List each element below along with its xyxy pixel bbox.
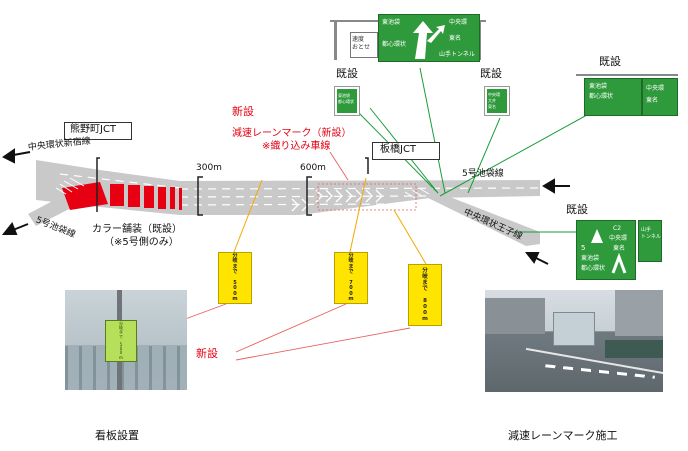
mid-green-sign-1-text: 東池袋 都心環状	[338, 93, 354, 104]
top-green-sign: 東池袋 都心環状 中央環 東名 山手トンネル	[378, 14, 480, 62]
direction-arrows	[1, 148, 570, 265]
top-green-c: 中央環	[449, 19, 468, 26]
right-bottom-arrows	[591, 229, 627, 274]
right-branch-road	[420, 190, 540, 246]
sign-700m: 分 岐 ま で 7 0 0 m	[334, 252, 368, 304]
photo-barrier	[605, 340, 663, 358]
right-top-c: 中央環	[646, 85, 665, 92]
right-top-sign-group: 東池袋 都心環状 中央環 東名	[572, 70, 682, 118]
sign-700m-text: 分 岐 ま で 7 0 0 m	[348, 253, 354, 303]
right-bot-d: 東名	[613, 245, 626, 252]
existing-label-2: 既設	[480, 67, 502, 80]
distance-brackets	[96, 157, 369, 216]
sign-500m: 分 岐 ま で 5 0 0 m	[218, 252, 252, 304]
top-green-arrow	[413, 21, 445, 59]
top-green-e: 山手トンネル	[439, 51, 475, 58]
existing-label-3: 既設	[599, 55, 621, 68]
caption-right: 減速レーンマーク施工	[508, 429, 618, 442]
hatch-mark-right	[404, 187, 430, 199]
mid-green-sign-1-panel	[337, 89, 357, 113]
top-gantry: 速度 おとせ 東池袋 都心環状 中央環 東名 山手トンネル	[330, 12, 486, 62]
new-label-bottom: 新設	[196, 347, 218, 360]
right-top-d: 東名	[646, 97, 659, 104]
photo-dashes	[545, 364, 655, 379]
mid-green-sign-2-text: 中央環 大井 東名	[488, 92, 500, 109]
lane-dashes	[59, 173, 541, 206]
mid-green-sign-1: 東池袋 都心環状	[334, 86, 360, 116]
photo-buildings	[485, 298, 545, 334]
caption-left: 看板設置	[95, 429, 139, 442]
mid-green-sign-2: 中央環 大井 東名	[484, 86, 510, 116]
right-top-green-sign: 東池袋 都心環状	[584, 78, 642, 116]
photo-sign-installation: 分 岐 ま で 5 0 0 m	[65, 290, 187, 390]
decel-range-box	[317, 183, 417, 211]
distance-600-label: 600m	[300, 163, 326, 173]
right-bot-b: 都心環状	[581, 265, 606, 272]
right-bottom-side-sign: 山手 トンネル	[638, 220, 662, 262]
mid-green-sign-2-panel	[487, 89, 507, 113]
decel-mark-label-2: ※織り込み車線	[262, 141, 331, 152]
photo-truck	[553, 312, 595, 346]
right-bot-a: 東池袋	[581, 255, 600, 262]
right-bot-side-text: 山手 トンネル	[641, 227, 661, 240]
kumano-jct-label	[64, 122, 132, 140]
photo-building-right	[615, 290, 663, 336]
top-white-sign-text: 速度 おとせ	[352, 36, 371, 51]
ikebukuro-right-label: 5号池袋線	[462, 169, 504, 179]
existing-label-1: 既設	[336, 67, 358, 80]
itabashi-jct-label	[372, 142, 440, 160]
right-top-beam	[576, 74, 678, 76]
photo-sign: 分 岐 ま で 5 0 0 m	[105, 320, 137, 362]
distance-300-label: 300m	[196, 163, 222, 173]
right-bot-c: 中央環	[609, 235, 628, 242]
top-green-b: 都心環状	[382, 41, 407, 48]
existing-label-4: 既設	[566, 203, 588, 216]
right-bot-num: 5	[581, 244, 586, 252]
photo-decel-construction	[485, 290, 663, 392]
right-top-b: 都心環状	[589, 93, 614, 100]
top-green-a: 東池袋	[382, 19, 401, 26]
new-label-top: 新設	[232, 105, 254, 118]
sign-500m-text: 分 岐 ま で 5 0 0 m	[232, 253, 238, 303]
itabashi-jct-text: 板橋JCT	[380, 144, 417, 155]
top-white-sign: 速度 おとせ	[350, 32, 378, 58]
hatch-mark	[55, 177, 85, 195]
sign-800m-text: 分 岐 ま で 8 0 0 m	[422, 268, 428, 322]
color-paving-label-1: カラー舗装（既設）	[92, 224, 182, 235]
leader-lines-orange	[233, 177, 427, 265]
right-bot-num2: C2	[613, 225, 622, 232]
gantry-post-left	[334, 20, 337, 60]
kumano-jct-text: 熊野町JCT	[70, 124, 117, 135]
decel-mark-label-1: 減速レーンマーク（新設）	[232, 128, 352, 139]
top-green-d: 東名	[449, 35, 462, 42]
photo-sign-text: 分 岐 ま で 5 0 0 m	[119, 321, 123, 360]
right-top-green-sign-2: 中央環 東名	[642, 78, 678, 116]
color-paving-label-2: （※5号側のみ）	[104, 237, 179, 248]
right-bottom-green-sign: 5 東池袋 都心環状 C2 中央環 東名	[576, 220, 636, 280]
right-top-a: 東池袋	[589, 83, 608, 90]
sign-800m: 分 岐 ま で 8 0 0 m	[408, 264, 442, 326]
